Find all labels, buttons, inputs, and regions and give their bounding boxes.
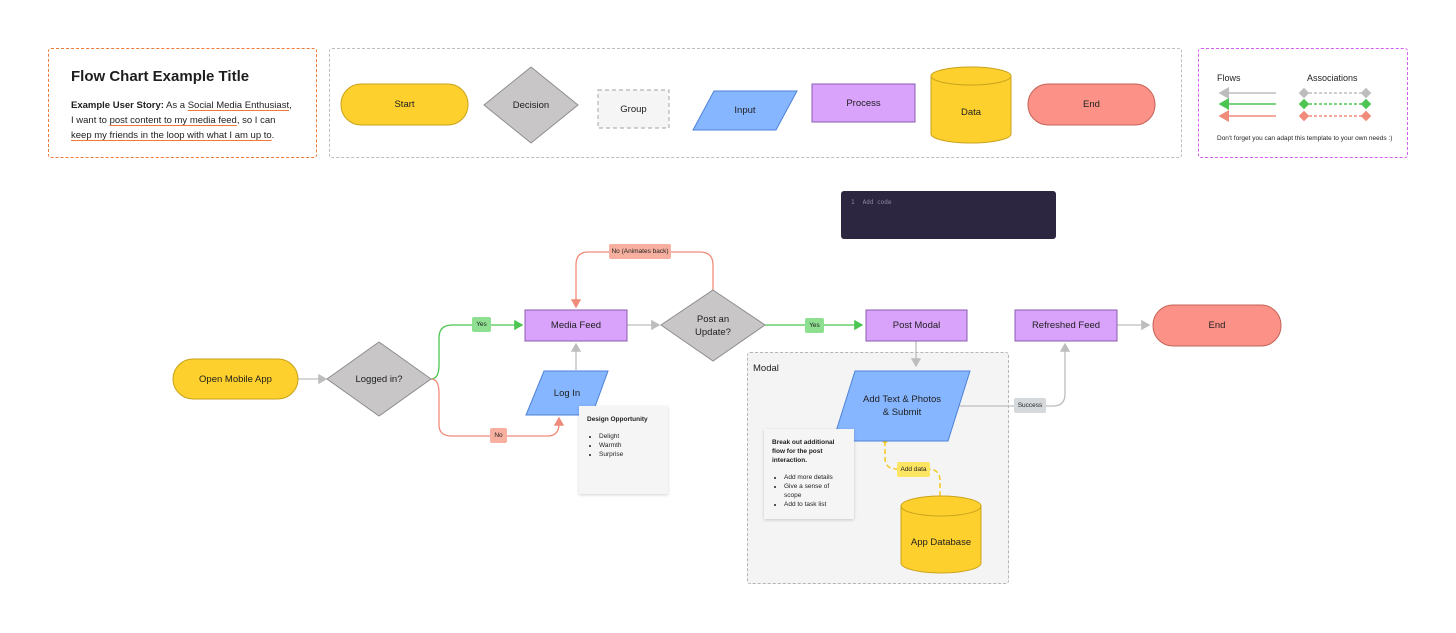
- connector-legend-panel: Flows Associations Don't forget you can …: [1198, 48, 1408, 158]
- code-block[interactable]: 1 Add code: [841, 191, 1056, 239]
- breakout-flow-title: Break out additional flow for the post i…: [772, 439, 835, 464]
- breakout-flow-list: Add more details Give a sense of scope A…: [772, 473, 846, 509]
- user-story-persona: Social Media Enthusiast: [187, 100, 290, 111]
- post-modal-label: Post Modal: [892, 320, 941, 331]
- legend-process-shape: [811, 83, 916, 123]
- list-item: Add more details: [784, 473, 846, 482]
- list-item: Warmth: [599, 441, 660, 450]
- legend-data-shape: [930, 66, 1012, 144]
- modal-group-label: Modal: [753, 363, 779, 374]
- legend-group-shape: [597, 89, 670, 129]
- flow-chart-title: Flow Chart Example Title: [71, 68, 250, 85]
- post-modal-node[interactable]: [865, 309, 968, 342]
- media-feed-label: Media Feed: [550, 320, 602, 331]
- user-story-fragment: As a: [163, 100, 188, 111]
- user-story-fragment: .: [271, 130, 275, 141]
- list-item: Add to task list: [784, 500, 846, 509]
- end-label: End: [1208, 320, 1226, 331]
- legend-data-label: Data: [960, 106, 982, 118]
- legend-group-label: Group: [620, 103, 647, 115]
- post-update-node[interactable]: [660, 289, 766, 362]
- list-item: Surprise: [599, 450, 660, 459]
- user-story-goal: post content to my media feed: [109, 115, 237, 126]
- log-in-label: Log In: [553, 387, 581, 399]
- user-story-benefit: keep my friends in the loop with what I …: [71, 130, 272, 141]
- post-update-label: Post an Update?: [695, 314, 731, 338]
- edge-logged-yes: [430, 319, 524, 380]
- edge-logged-no: [430, 378, 565, 437]
- legend-start-shape: [340, 83, 469, 126]
- logged-in-label: Logged in?: [355, 373, 403, 385]
- legend-note: Don't forget you can adapt this template…: [1217, 135, 1393, 142]
- user-story-panel: Flow Chart Example Title Example User St…: [48, 48, 317, 158]
- legend-input-shape: [692, 90, 798, 131]
- edge-post-no-back: [570, 251, 714, 309]
- yes-tag-logged-in: Yes: [472, 317, 491, 332]
- refreshed-feed-label: Refreshed Feed: [1031, 320, 1101, 331]
- logged-in-node[interactable]: [326, 341, 432, 417]
- refreshed-feed-node[interactable]: [1014, 309, 1118, 342]
- no-animates-back-tag: No (Animates back): [609, 244, 671, 259]
- design-opportunity-title: Design Opportunity: [587, 416, 648, 423]
- legend-decision-shape: [483, 66, 579, 144]
- user-story-fragment: , so I can: [236, 115, 276, 126]
- add-text-label: Add Text & Photos & Submit: [863, 394, 941, 418]
- media-feed-node[interactable]: [524, 309, 628, 342]
- app-database-label: App Database: [910, 536, 972, 548]
- legend-input-label: Input: [734, 105, 756, 116]
- code-line-number: 1: [851, 199, 855, 206]
- legend-process-label: Process: [846, 97, 881, 109]
- user-story-fragment: , I want to: [71, 100, 292, 126]
- add-text-node[interactable]: [832, 370, 971, 442]
- add-data-tag: Add data: [897, 462, 930, 477]
- shapes-legend-panel: [329, 48, 1182, 158]
- yes-tag-post: Yes: [805, 318, 824, 333]
- associations-heading: Associations: [1307, 73, 1358, 83]
- legend-start-label: Start: [394, 99, 415, 110]
- success-tag: Success: [1014, 398, 1046, 413]
- list-item: Give a sense of scope: [784, 482, 846, 500]
- open-app-node[interactable]: [172, 358, 299, 400]
- breakout-flow-note[interactable]: Break out additional flow for the post i…: [764, 429, 854, 519]
- design-opportunity-note[interactable]: Design Opportunity Delight Warmth Surpri…: [579, 406, 668, 494]
- end-node[interactable]: [1152, 304, 1282, 347]
- app-database-node[interactable]: [900, 495, 982, 574]
- open-app-label: Open Mobile App: [199, 373, 272, 385]
- legend-decision-label: Decision: [512, 99, 550, 111]
- list-item: Delight: [599, 432, 660, 441]
- flows-heading: Flows: [1217, 73, 1241, 83]
- legend-end-label: End: [1083, 99, 1100, 110]
- user-story-label: Example User Story:: [71, 100, 164, 111]
- design-opportunity-list: Delight Warmth Surprise: [587, 432, 660, 459]
- code-placeholder: Add code: [862, 199, 892, 206]
- no-tag-logged-in: No: [490, 428, 507, 443]
- edge-success: [953, 342, 1071, 407]
- user-story-text: Example User Story: As a Social Media En…: [71, 98, 296, 143]
- legend-end-shape: [1027, 83, 1156, 126]
